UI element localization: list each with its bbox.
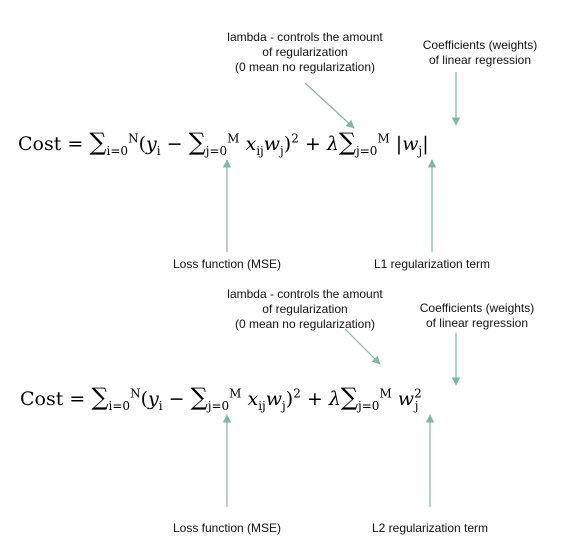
coefficients-label: Coefficients (weights) of linear regress… — [419, 301, 535, 330]
l2-penalty-term: w2j — [397, 386, 422, 413]
regularization-term-label: L1 regularization term — [373, 257, 491, 271]
sum-symbol: ∑ — [91, 383, 109, 411]
sum-symbol: ∑ — [188, 128, 206, 156]
sum-symbol: ∑ — [340, 383, 359, 411]
l1-panel: lambda - controls the amount of regulari… — [18, 30, 538, 271]
lambda-symbol: λ — [328, 388, 341, 410]
l1-cost-formula: Cost = ∑i=0N(yi − ∑j=0M xijwj)2 + λ∑j=0M… — [18, 128, 429, 158]
l2-cost-formula: Cost = ∑i=0N(yi − ∑j=0M xijwj)2 + λ∑j=0M… — [20, 383, 422, 413]
lambda-label: lambda - controls the amount of regulari… — [227, 287, 383, 331]
coefficients-label: Coefficients (weights) of linear regress… — [422, 38, 538, 67]
lambda-arrow — [344, 328, 381, 365]
loss-function-label: Loss function (MSE) — [172, 257, 282, 271]
regularization-term-label: L2 regularization term — [371, 521, 489, 535]
lambda-label: lambda - controls the amount of regulari… — [227, 30, 383, 74]
l1-arrows — [222, 72, 461, 252]
cost-term: Cost — [20, 388, 64, 410]
l2-arrows — [222, 328, 461, 507]
loss-function-label: Loss function (MSE) — [172, 521, 282, 535]
lambda-symbol: λ — [326, 133, 339, 155]
sum-symbol: ∑ — [338, 128, 357, 156]
lambda-arrow — [304, 82, 355, 129]
sum-symbol: ∑ — [190, 383, 208, 411]
sum-symbol: ∑ — [89, 128, 107, 156]
l2-panel: lambda - controls the amount of regulari… — [0, 271, 577, 542]
l1-penalty-term: |wj| — [395, 133, 429, 158]
cost-term: Cost — [18, 133, 62, 155]
